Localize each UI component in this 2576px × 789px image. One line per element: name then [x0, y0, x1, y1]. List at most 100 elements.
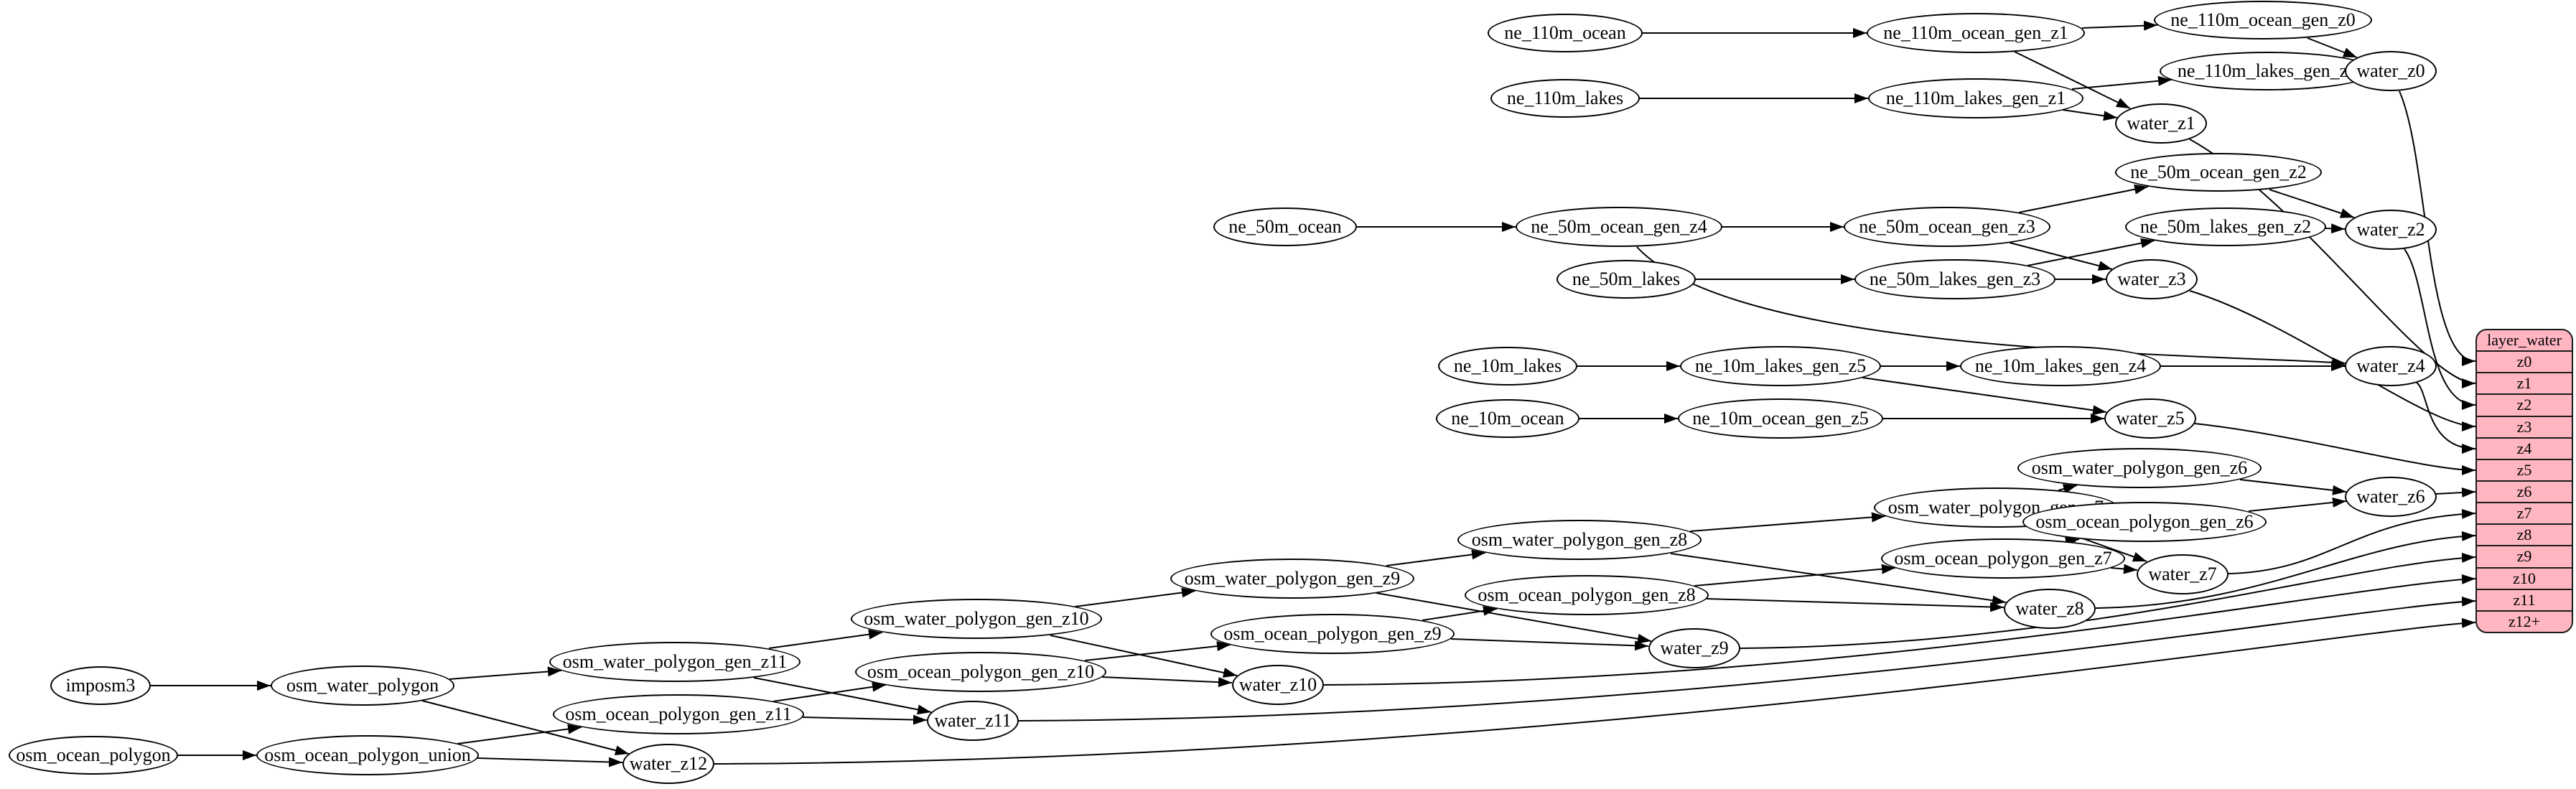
layer-table-row-z2: z2	[2477, 393, 2572, 415]
node-ne_110m_lakes_gen_z1: ne_110m_lakes_gen_z1	[1868, 78, 2083, 118]
node-ne_10m_lakes_gen_z4: ne_10m_lakes_gen_z4	[1960, 346, 2161, 386]
edge-osm_water_polygon_gen_z8-to-water_z8	[1670, 553, 2007, 606]
node-osm_ocean_polygon_gen_z10: osm_ocean_polygon_gen_z10	[855, 652, 1106, 692]
node-ne_110m_ocean_gen_z1: ne_110m_ocean_gen_z1	[1867, 13, 2085, 53]
edge-water_z2-to-layer_water-z2	[2404, 248, 2476, 410]
node-ne_10m_ocean: ne_10m_ocean	[1436, 399, 1579, 438]
edge-water_z12-to-layer_water-z12+	[714, 617, 2476, 765]
edge-osm_ocean_polygon_gen_z10-to-water_z10	[1101, 676, 1233, 688]
edge-ne_50m_lakes_gen_z2-to-water_z2	[2325, 223, 2346, 234]
node-imposm3: imposm3	[50, 666, 151, 705]
edge-osm_water_polygon_gen_z10-to-osm_water_polygon_gen_z9	[1074, 587, 1196, 607]
edge-ne_50m_lakes_gen_z3-to-ne_50m_lakes_gen_z2	[2027, 238, 2155, 266]
edge-water_z11-to-layer_water-z11	[1018, 596, 2476, 722]
node-osm_ocean_polygon_union: osm_ocean_polygon_union	[256, 735, 479, 775]
node-ne_50m_ocean_gen_z2: ne_50m_ocean_gen_z2	[2115, 153, 2322, 192]
edge-water_z5-to-layer_water-z5	[2194, 423, 2476, 475]
node-ne_50m_ocean_gen_z3: ne_50m_ocean_gen_z3	[1844, 207, 2050, 247]
layer-table-title: layer_water	[2487, 331, 2562, 350]
edge-osm_ocean_polygon_union-to-osm_ocean_polygon_gen_z11	[457, 724, 582, 744]
node-osm_water_polygon_gen_z6: osm_water_polygon_gen_z6	[2017, 448, 2262, 488]
edge-osm_water_polygon-to-osm_water_polygon_gen_z11	[449, 666, 562, 680]
edge-water_z6-to-layer_water-z6	[2435, 487, 2476, 498]
node-water_z5: water_z5	[2104, 398, 2196, 439]
node-water_z7: water_z7	[2137, 554, 2229, 594]
node-water_z3: water_z3	[2106, 259, 2198, 299]
edge-water_z10-to-layer_water-z10	[1323, 574, 2476, 686]
edge-osm_ocean_polygon_gen_z11-to-water_z11	[802, 714, 928, 725]
node-ne_110m_ocean_gen_z0: ne_110m_ocean_gen_z0	[2154, 1, 2372, 39]
layer-table-row-z0: z0	[2477, 350, 2572, 372]
edge-water_z9-to-layer_water-z9	[1740, 552, 2476, 649]
edge-ne_50m_ocean_gen_z3-to-ne_50m_ocean_gen_z2	[2018, 184, 2149, 213]
edge-osm_ocean_polygon_gen_z9-to-osm_ocean_polygon_gen_z8	[1422, 605, 1498, 621]
layer-table-row-z7: z7	[2477, 502, 2572, 523]
edge-ne_110m_ocean_gen_z0-to-water_z0	[2307, 37, 2358, 58]
edge-osm_ocean_polygon_gen_z9-to-water_z9	[1450, 638, 1649, 651]
edge-osm_ocean_polygon_gen_z8-to-water_z8	[1706, 598, 2005, 612]
edge-osm_ocean_polygon_gen_z7-to-osm_ocean_polygon_gen_z6	[2064, 536, 2080, 547]
edge-osm_ocean_polygon_union-to-water_z12	[477, 757, 623, 767]
edge-osm_ocean_polygon_gen_z8-to-osm_ocean_polygon_gen_z7	[1694, 564, 1896, 587]
edge-osm_water_polygon_gen_z8-to-osm_water_polygon_gen_z7	[1689, 512, 1886, 532]
node-osm_water_polygon_gen_z8: osm_water_polygon_gen_z8	[1457, 520, 1702, 560]
layer-table-row-z11: z11	[2477, 588, 2572, 610]
edge-osm_water_polygon_gen_z9-to-osm_water_polygon_gen_z8	[1386, 549, 1486, 566]
layer-table-row-z5: z5	[2477, 458, 2572, 480]
node-osm_ocean_polygon_gen_z11: osm_ocean_polygon_gen_z11	[553, 694, 804, 734]
edge-osm_ocean_polygon_gen_z6-to-water_z6	[2248, 497, 2347, 512]
edge-osm_water_polygon-to-water_z12	[421, 700, 630, 756]
node-water_z8: water_z8	[2004, 589, 2096, 629]
node-ne_50m_lakes_gen_z3: ne_50m_lakes_gen_z3	[1854, 259, 2055, 299]
node-water_z9: water_z9	[1648, 628, 1740, 668]
node-osm_water_polygon_gen_z11: osm_water_polygon_gen_z11	[549, 642, 801, 682]
edge-osm_water_polygon_gen_z11-to-water_z11	[753, 677, 932, 715]
node-water_z2: water_z2	[2345, 210, 2437, 250]
layer-table-row-z4: z4	[2477, 436, 2572, 459]
edge-ne_50m_ocean_gen_z4-to-water_z4	[1636, 246, 2346, 368]
node-ne_110m_lakes: ne_110m_lakes	[1490, 79, 1640, 118]
node-water_z0: water_z0	[2345, 51, 2437, 91]
edge-water_z0-to-layer_water-z0	[2399, 90, 2476, 366]
edge-osm_water_polygon_gen_z7-to-osm_water_polygon_gen_z6	[2058, 484, 2078, 494]
edge-ne_110m_lakes_gen_z1-to-ne_110m_lakes_gen_z0	[2071, 75, 2173, 90]
node-osm_water_polygon_gen_z9: osm_water_polygon_gen_z9	[1170, 559, 1414, 599]
layer-table-row-z8: z8	[2477, 523, 2572, 545]
edge-osm_water_polygon_gen_z6-to-water_z6	[2239, 479, 2347, 495]
layer-table-row-z1: z1	[2477, 372, 2572, 393]
node-ne_10m_lakes_gen_z5: ne_10m_lakes_gen_z5	[1680, 346, 1881, 386]
edge-osm_ocean_polygon_gen_z11-to-osm_ocean_polygon_gen_z10	[773, 681, 887, 702]
layer-table-row-z12+: z12+	[2477, 610, 2572, 632]
layer-table-row-z9: z9	[2477, 545, 2572, 566]
node-water_z12: water_z12	[622, 744, 714, 784]
node-ne_50m_lakes: ne_50m_lakes	[1557, 260, 1696, 299]
edge-osm_ocean_polygon_gen_z7-to-water_z7	[2110, 564, 2138, 574]
edge-ne_10m_lakes_gen_z5-to-water_z5	[1862, 377, 2107, 416]
node-ne_10m_ocean_gen_z5: ne_10m_ocean_gen_z5	[1678, 398, 1883, 439]
edge-ne_110m_ocean_gen_z1-to-water_z1	[2014, 51, 2131, 109]
node-osm_ocean_polygon_gen_z8: osm_ocean_polygon_gen_z8	[1465, 575, 1709, 615]
edge-osm_water_polygon_gen_z10-to-water_z10	[1050, 635, 1238, 678]
node-water_z1: water_z1	[2115, 103, 2207, 144]
edge-water_z8-to-layer_water-z8	[2095, 531, 2476, 609]
node-water_z6: water_z6	[2345, 477, 2437, 517]
node-ne_110m_ocean: ne_110m_ocean	[1488, 14, 1643, 52]
node-ne_10m_lakes: ne_10m_lakes	[1438, 347, 1577, 386]
node-osm_water_polygon_gen_z10: osm_water_polygon_gen_z10	[851, 599, 1102, 639]
edge-osm_ocean_polygon_gen_z10-to-osm_ocean_polygon_gen_z9	[1084, 641, 1231, 661]
edge-water_z4-to-layer_water-z4	[2416, 382, 2476, 454]
node-osm_water_polygon_gen_z7: osm_water_polygon_gen_z7	[1874, 487, 2118, 528]
node-water_z11: water_z11	[927, 701, 1019, 741]
edge-ne_110m_lakes_gen_z1-to-water_z1	[2062, 109, 2118, 121]
node-ne_50m_lakes_gen_z2: ne_50m_lakes_gen_z2	[2125, 207, 2326, 246]
node-ne_50m_ocean: ne_50m_ocean	[1213, 207, 1357, 246]
edge-ne_110m_ocean_gen_z1-to-ne_110m_ocean_gen_z0	[2081, 20, 2158, 31]
node-osm_ocean_polygon_gen_z9: osm_ocean_polygon_gen_z9	[1210, 614, 1455, 654]
edge-water_z7-to-layer_water-z7	[2228, 508, 2476, 574]
layer-table-row-z6: z6	[2477, 480, 2572, 502]
node-ne_50m_ocean_gen_z4: ne_50m_ocean_gen_z4	[1516, 207, 1722, 247]
layer-table-row-z3: z3	[2477, 415, 2572, 437]
